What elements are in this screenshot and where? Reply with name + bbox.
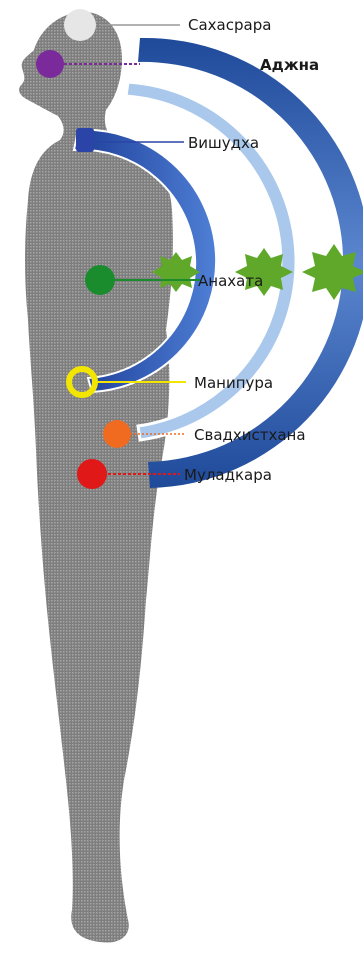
label-ajna: Аджна bbox=[260, 56, 319, 74]
label-anahata: Анахата bbox=[198, 272, 263, 290]
label-manipura: Манипура bbox=[194, 374, 273, 392]
label-muladhara: Муладкара bbox=[184, 466, 272, 484]
chakra-dot-anahata bbox=[85, 265, 115, 295]
chakra-dot-vishuddha bbox=[76, 128, 94, 152]
label-vishuddha: Вишудха bbox=[188, 134, 259, 152]
chakra-dot-svadhisthana bbox=[103, 420, 131, 448]
label-svadhisthana: Свадхистхана bbox=[194, 426, 306, 444]
chakra-dot-ajna bbox=[36, 50, 64, 78]
label-sahasrara: Сахасрара bbox=[188, 16, 271, 34]
chakra-dot-muladhara bbox=[77, 459, 107, 489]
chakra-dot-sahasrara bbox=[64, 9, 96, 41]
